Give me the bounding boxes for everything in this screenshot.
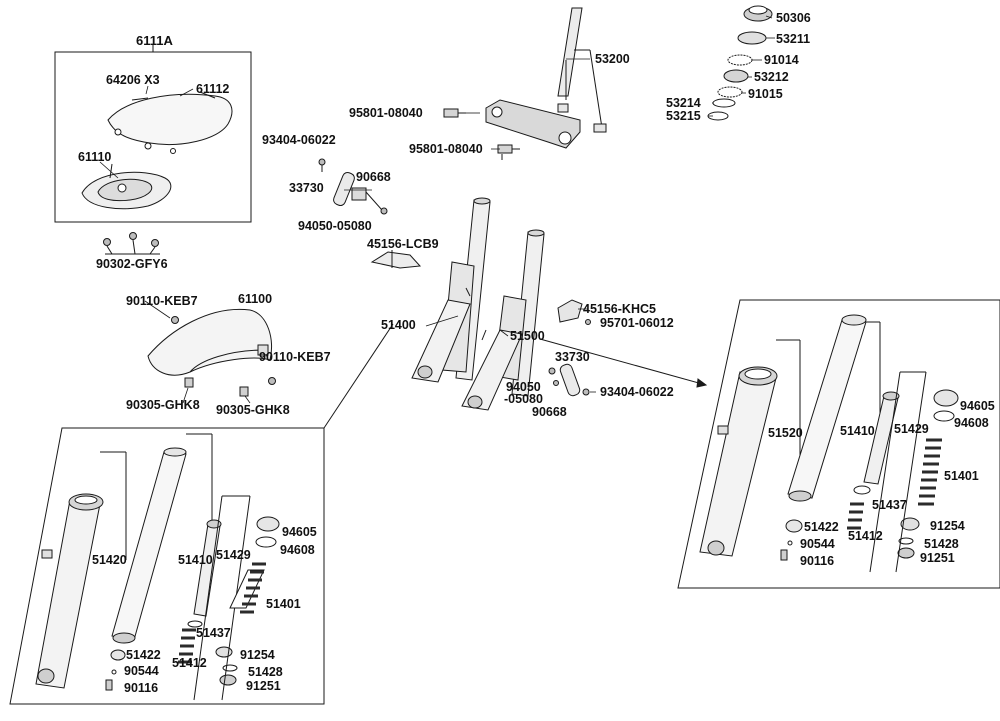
right-label-91251: 91251 — [920, 551, 955, 565]
part-label-61110: 61110 — [78, 150, 112, 164]
right-label-94608: 94608 — [954, 416, 989, 430]
part-label-05080-lower: -05080 — [504, 392, 543, 406]
windshield-kit-box — [54, 45, 252, 223]
part-label-50306: 50306 — [776, 11, 811, 25]
right-outer-slider — [699, 339, 801, 557]
part-label-45156-khc5: 45156-KHC5 — [583, 302, 656, 316]
left-label-51412: 51412 — [172, 656, 207, 670]
left-inner-tube — [111, 433, 213, 644]
left-label-91251: 91251 — [246, 679, 281, 693]
right-label-51422: 51422 — [804, 520, 839, 534]
windshield-base-plate — [81, 163, 172, 210]
left-outer-slider — [35, 451, 127, 689]
part-label-93404-06022-upper: 93404-06022 — [262, 133, 336, 147]
part-label-53214: 53214 — [666, 96, 701, 110]
right-label-91254: 91254 — [930, 519, 965, 533]
right-label-51429: 51429 — [894, 422, 929, 436]
left-damper-stack — [105, 495, 280, 701]
left-label-51422: 51422 — [126, 648, 161, 662]
left-label-51420: 51420 — [92, 553, 127, 567]
left-detail-box — [9, 323, 394, 705]
part-label-90668-lower: 90668 — [532, 405, 567, 419]
left-label-51410: 51410 — [178, 553, 213, 567]
part-label-95801-08040-b: 95801-08040 — [409, 142, 483, 156]
part-label-51400: 51400 — [381, 318, 416, 332]
part-label-61100: 61100 — [238, 292, 273, 306]
part-label-33730-upper: 33730 — [289, 181, 324, 195]
front-fender — [147, 308, 276, 397]
left-label-91254: 91254 — [240, 648, 275, 662]
part-label-90668-upper: 90668 — [356, 170, 391, 184]
left-label-90544: 90544 — [124, 664, 159, 678]
right-damper-stack — [780, 371, 959, 573]
part-label-90110-keb7-b: 90110-KEB7 — [259, 350, 331, 364]
part-label-64206: 64206 X3 — [106, 73, 160, 87]
part-label-90302-gfy6: 90302-GFY6 — [96, 257, 168, 271]
left-label-51437: 51437 — [196, 626, 231, 640]
left-label-51428: 51428 — [248, 665, 283, 679]
part-label-45156-lcb9: 45156-LCB9 — [367, 237, 439, 251]
windshield-part — [107, 91, 233, 154]
part-label-61112: 61112 — [196, 82, 230, 96]
stem-bolts — [443, 108, 520, 160]
part-label-93404-06022-lower: 93404-06022 — [600, 385, 674, 399]
right-label-90544: 90544 — [800, 537, 835, 551]
part-label-91014: 91014 — [764, 53, 799, 67]
part-label-53200: 53200 — [595, 52, 630, 66]
steering-stem — [485, 7, 607, 149]
part-label-53215: 53215 — [666, 109, 701, 123]
part-label-95701-06012: 95701-06012 — [600, 316, 674, 330]
left-label-51401: 51401 — [266, 597, 301, 611]
right-label-51401: 51401 — [944, 469, 979, 483]
leader-lines — [99, 15, 775, 404]
part-label-95801-08040-a: 95801-08040 — [349, 106, 423, 120]
right-label-90116: 90116 — [800, 554, 835, 568]
left-springs — [178, 562, 266, 664]
kit-label-6111a: 6111A — [136, 33, 173, 48]
part-label-90110-keb7-a: 90110-KEB7 — [126, 294, 198, 308]
part-label-53212: 53212 — [754, 70, 789, 84]
right-label-51428: 51428 — [924, 537, 959, 551]
right-label-51410: 51410 — [840, 424, 875, 438]
right-springs — [847, 438, 942, 530]
brake-hose-bracket-lcb9 — [370, 250, 422, 269]
right-label-51437: 51437 — [872, 498, 907, 512]
right-label-51520: 51520 — [768, 426, 803, 440]
right-label-94605: 94605 — [960, 399, 995, 413]
part-label-33730-lower: 33730 — [555, 350, 590, 364]
right-detail-box — [677, 299, 1000, 589]
right-label-51412: 51412 — [848, 529, 883, 543]
right-inner-tube — [787, 314, 881, 502]
bracket-33730-upper — [318, 158, 355, 207]
left-label-94605: 94605 — [282, 525, 317, 539]
left-label-51429: 51429 — [216, 548, 251, 562]
bracket-khc5-and-bolts — [539, 299, 708, 397]
part-label-94050-05080-upper: 94050-05080 — [298, 219, 372, 233]
fork-left-51400 — [411, 197, 491, 383]
part-label-91015: 91015 — [748, 87, 783, 101]
part-label-53211: 53211 — [776, 32, 811, 46]
left-label-94608: 94608 — [280, 543, 315, 557]
bearing-stack — [707, 5, 773, 121]
part-label-51500: 51500 — [510, 329, 545, 343]
part-label-90305-ghk8-b: 90305-GHK8 — [216, 403, 290, 417]
fork-right-51500 — [461, 229, 545, 411]
left-label-90116: 90116 — [124, 681, 159, 695]
windshield-screws — [103, 232, 160, 255]
clip-90668-upper — [351, 187, 388, 215]
part-label-90305-ghk8-a: 90305-GHK8 — [126, 398, 200, 412]
part-label-94050-lower: 94050 — [506, 380, 541, 394]
